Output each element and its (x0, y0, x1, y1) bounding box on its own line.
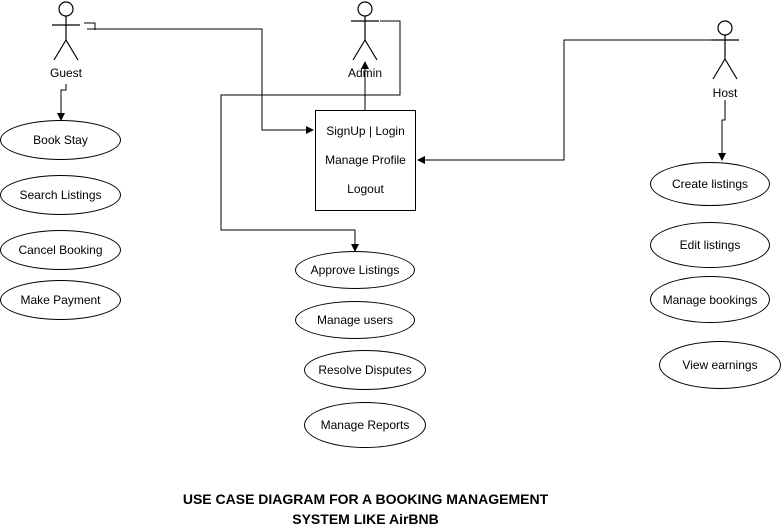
usecase-manage-bookings: Manage bookings (650, 276, 770, 323)
diagram-title-line2: SYSTEM LIKE AirBNB (292, 511, 439, 527)
usecase-search-listings: Search Listings (0, 175, 121, 215)
guest-actor-figure (52, 1, 80, 61)
logout-item: Logout (347, 182, 384, 196)
admin-actor-figure (351, 1, 379, 61)
diagram-title-line1: USE CASE DIAGRAM FOR A BOOKING MANAGEMEN… (182, 491, 549, 507)
usecase-create-listings: Create listings (650, 162, 770, 206)
host-actor-label: Host (712, 86, 738, 100)
host-to-auth-connector (417, 39, 739, 164)
usecase-make-payment: Make Payment (0, 280, 121, 320)
host-actor-figure (711, 20, 739, 80)
usecase-edit-listings: Edit listings (650, 222, 770, 268)
auth-box: SignUp | Login Manage Profile Logout (315, 110, 416, 211)
usecase-resolve-disputes: Resolve Disputes (304, 350, 426, 390)
guest-actor-label: Guest (49, 66, 83, 80)
guest-to-book-stay-connector (57, 84, 67, 121)
usecase-approve-listings: Approve Listings (295, 251, 415, 289)
usecase-view-earnings: View earnings (659, 341, 781, 389)
usecase-manage-users: Manage users (295, 301, 415, 339)
guest-to-auth-connector (87, 28, 314, 134)
admin-to-approve-listings-connector (220, 20, 401, 252)
usecase-manage-reports: Manage Reports (304, 402, 426, 448)
usecase-book-stay: Book Stay (0, 120, 121, 160)
manage-profile-item: Manage Profile (325, 153, 406, 167)
usecase-cancel-booking: Cancel Booking (0, 230, 121, 270)
guest-arm-tick (84, 22, 96, 30)
signup-login-item: SignUp | Login (326, 124, 405, 138)
host-to-create-listings-connector (718, 100, 726, 161)
admin-actor-label: Admin (347, 66, 383, 80)
